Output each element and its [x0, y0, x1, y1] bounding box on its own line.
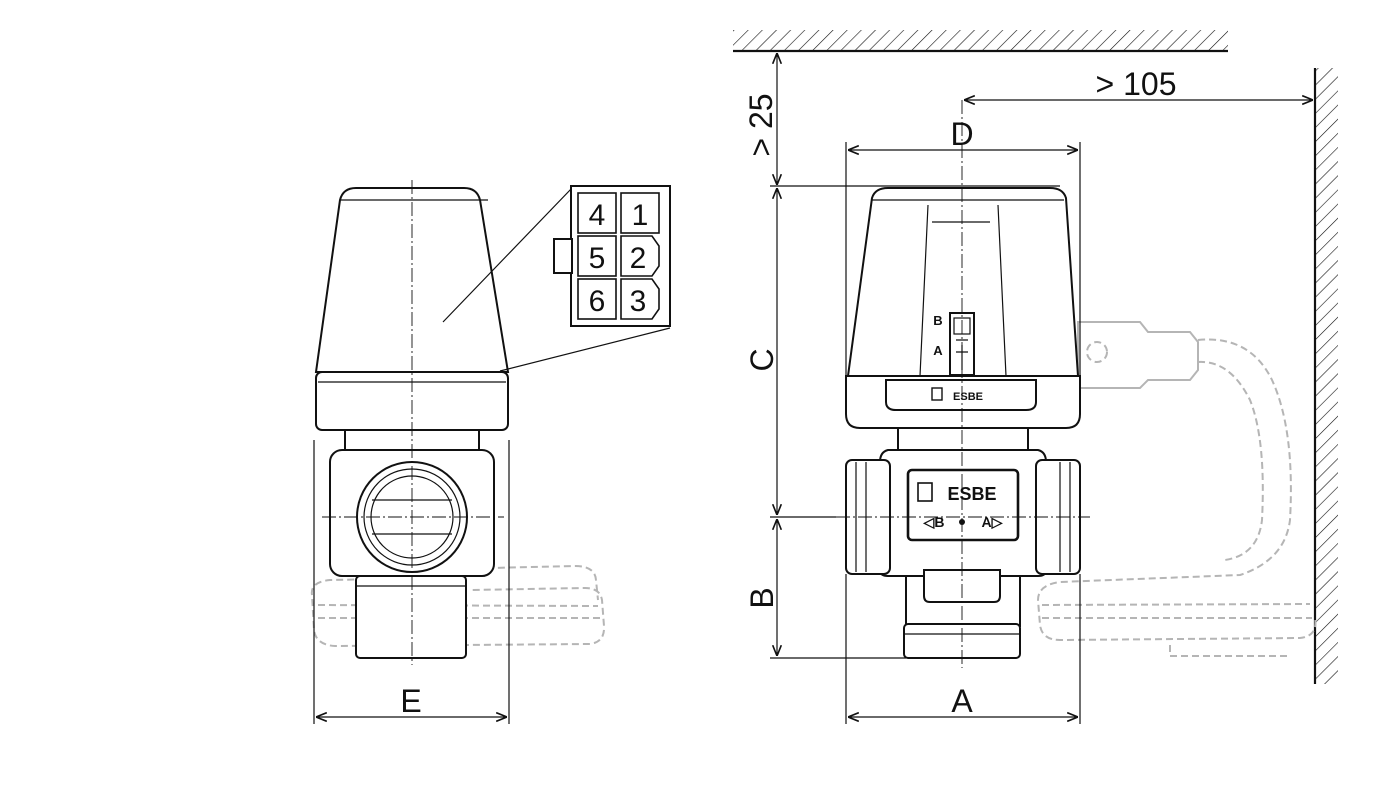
connector-pin-1: 1	[620, 192, 660, 234]
connector-pin-2: 2	[620, 235, 660, 277]
side-view: E	[310, 180, 606, 724]
connector-pin-6: 6	[577, 278, 617, 320]
connector-pinout: 4 1 5 2 6 3	[553, 185, 671, 327]
dimension-d-label: D	[950, 116, 973, 152]
front-view: B A ESBE ESBE ◁B A▷ > 25	[733, 30, 1338, 724]
actuator-cover-front	[846, 187, 1080, 377]
indicator-mark-a: A	[933, 343, 943, 358]
dimension-c-label: C	[744, 348, 780, 371]
dimension-clearance-top-label: > 25	[743, 93, 779, 156]
collar-brand-logo: ESBE	[953, 391, 983, 403]
svg-text:1: 1	[632, 199, 649, 232]
connector-pin-5: 5	[577, 235, 617, 277]
svg-text:3: 3	[630, 285, 647, 318]
dimension-b-label: B	[744, 587, 780, 608]
svg-text:4: 4	[589, 199, 606, 232]
valve-port-label-b: ◁B	[923, 514, 945, 530]
wall-hatch	[1316, 68, 1338, 684]
valve-port-label-a: A▷	[982, 514, 1004, 530]
ceiling-hatch	[733, 30, 1228, 50]
dimension-a-label: A	[951, 683, 973, 719]
svg-text:2: 2	[630, 242, 647, 275]
connector-pin-4: 4	[577, 192, 617, 234]
svg-text:6: 6	[589, 285, 606, 318]
dimension-e-label: E	[400, 683, 421, 719]
ghost-cable-front	[1036, 321, 1317, 657]
valve-brand-logo: ESBE	[947, 484, 996, 504]
svg-text:5: 5	[589, 242, 606, 275]
dimension-clearance-side-label: > 105	[1096, 66, 1177, 102]
connector-pin-3: 3	[620, 278, 660, 320]
indicator-mark-b: B	[933, 313, 942, 328]
